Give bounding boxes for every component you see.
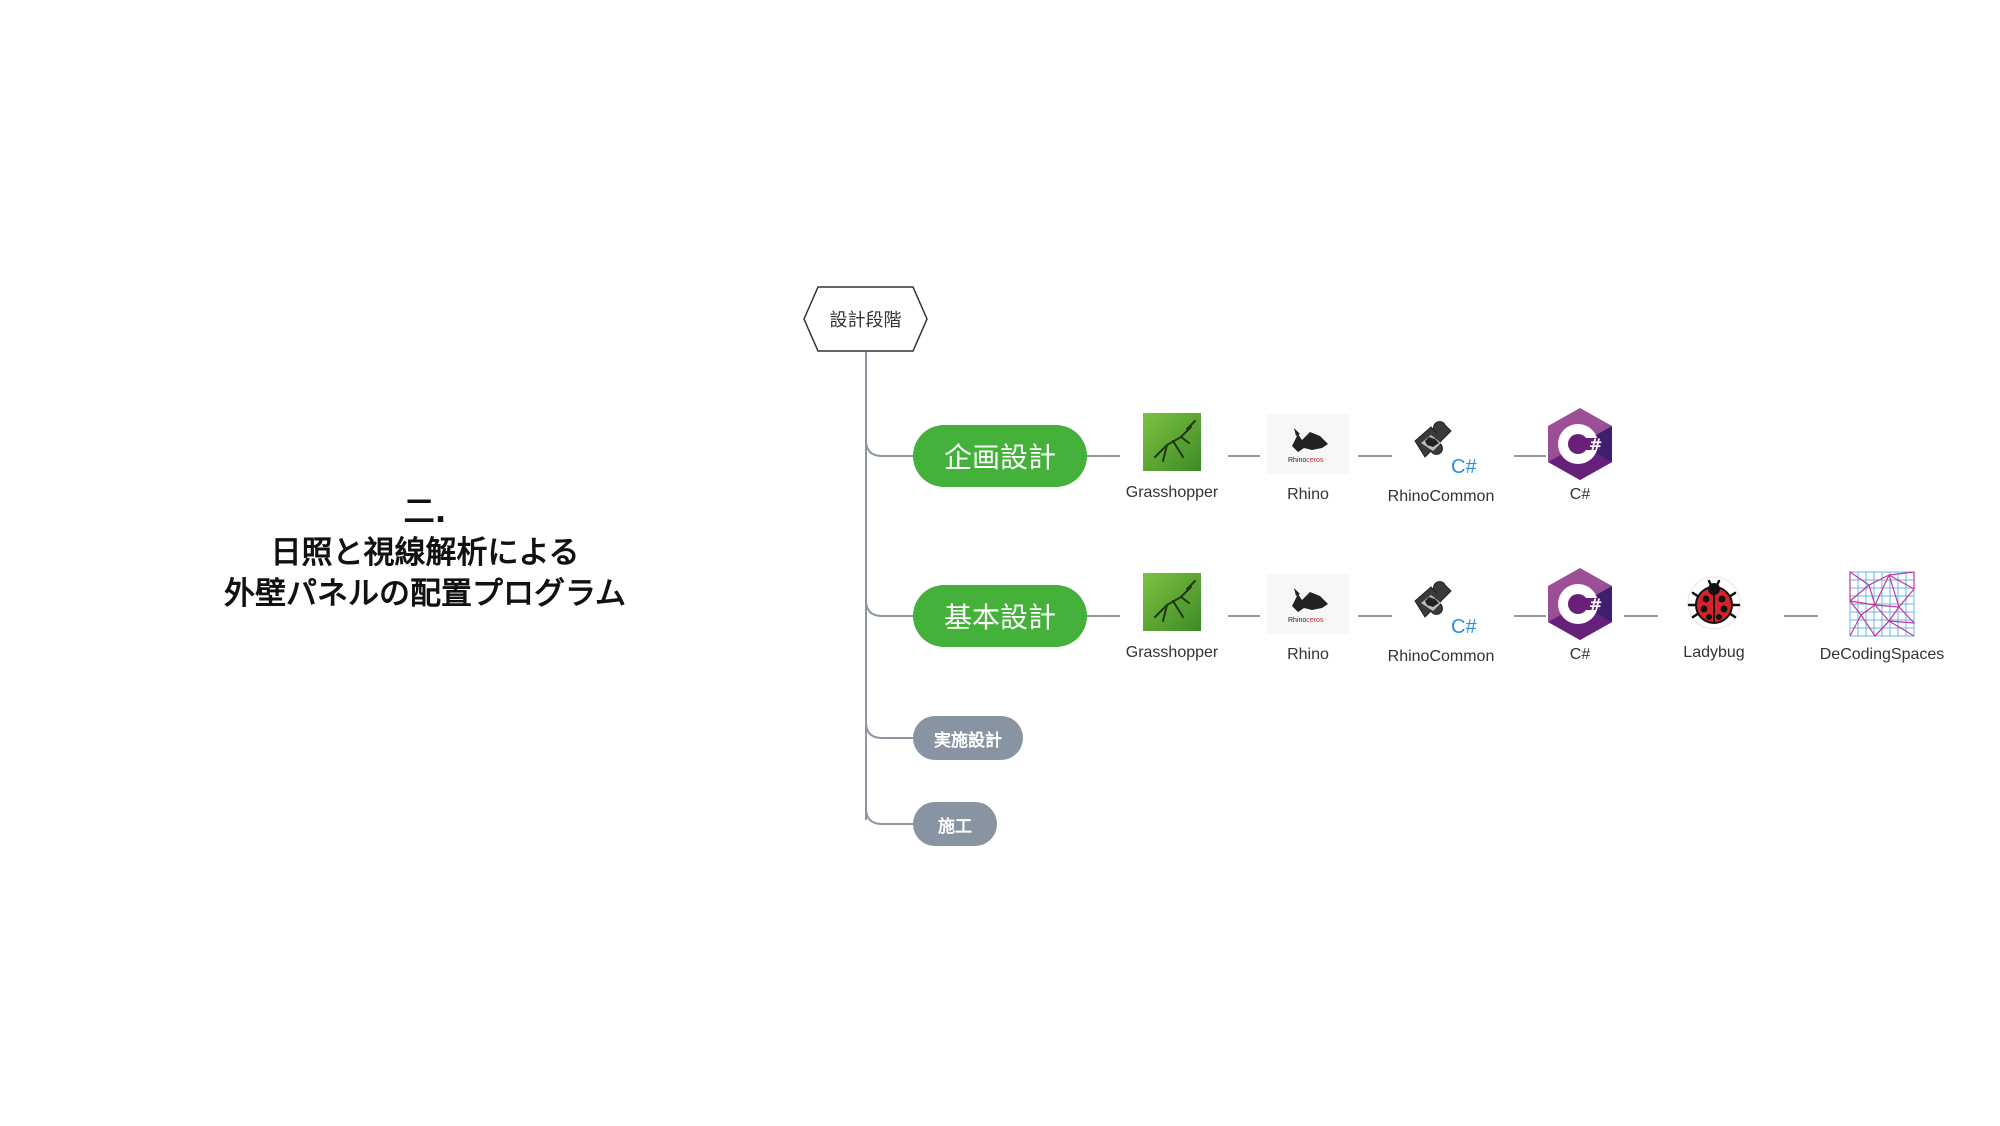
hexagon-shape: [803, 286, 928, 352]
svg-text:#: #: [1589, 435, 1602, 454]
tool-rhino[interactable]: Rhinoceros Rhino: [1233, 408, 1383, 504]
title-line-3: 外壁パネルの配置プログラム: [223, 576, 627, 612]
decodingspaces-icon: [1849, 571, 1915, 637]
svg-text:#: #: [1589, 595, 1602, 614]
tool-label: Grasshopper: [1125, 644, 1219, 661]
svg-text:C#: C#: [1451, 456, 1477, 478]
stage-label: 企画設計: [943, 441, 1056, 474]
root-node[interactable]: 設計段階: [792, 286, 939, 352]
branch-kikaku: [865, 439, 913, 457]
stage-kihon[interactable]: 基本設計: [913, 585, 1087, 647]
stage-seko[interactable]: 施工: [913, 802, 997, 846]
csharp-icon: #: [1548, 568, 1612, 640]
rhino-icon: Rhinoceros: [1266, 414, 1350, 474]
tool-label: RhinoCommon: [1387, 648, 1495, 665]
tool-rhino[interactable]: Rhinoceros Rhino: [1233, 568, 1383, 664]
tool-rhinocommon[interactable]: C# RhinoCommon: [1366, 410, 1516, 506]
branch-kihon: [865, 599, 913, 617]
svg-text:Rhinoceros: Rhinoceros: [1288, 617, 1324, 624]
tool-label: C#: [1569, 646, 1591, 663]
root-label: 設計段階: [829, 310, 902, 331]
tool-grasshopper[interactable]: Grasshopper: [1097, 406, 1247, 502]
tool-label: DeCodingSpaces: [1819, 646, 1945, 663]
tool-rhinocommon[interactable]: C# RhinoCommon: [1366, 570, 1516, 666]
svg-text:Rhinoceros: Rhinoceros: [1288, 457, 1324, 464]
tool-label: Grasshopper: [1125, 484, 1219, 501]
tool-csharp[interactable]: # C#: [1505, 408, 1655, 504]
title-line-2: 日照と視線解析による: [270, 535, 580, 571]
branch-jisshi: [865, 721, 913, 739]
tool-label: Rhino: [1287, 646, 1329, 663]
branch-seko: [865, 807, 913, 825]
stage-label: 施工: [938, 816, 972, 837]
stage-label: 基本設計: [943, 601, 1056, 634]
tool-label: RhinoCommon: [1387, 488, 1495, 505]
grasshopper-icon: [1143, 573, 1201, 631]
rhino-icon: Rhinoceros: [1266, 574, 1350, 634]
stage-label: 実施設計: [934, 730, 1002, 751]
title-line-1: 二.: [403, 494, 447, 530]
ladybug-icon: [1687, 576, 1741, 630]
tool-grasshopper[interactable]: Grasshopper: [1097, 566, 1247, 662]
tool-label: C#: [1569, 486, 1591, 503]
tool-decodingspaces[interactable]: DeCodingSpaces: [1807, 568, 1957, 664]
tool-label: Rhino: [1287, 486, 1329, 503]
stage-jisshi[interactable]: 実施設計: [913, 716, 1023, 760]
tool-ladybug[interactable]: Ladybug: [1639, 566, 1789, 662]
diagram-title: 二. 日照と視線解析による 外壁パネルの配置プログラム: [180, 492, 670, 615]
grasshopper-icon: [1143, 413, 1201, 471]
tool-label: Ladybug: [1683, 644, 1745, 661]
svg-text:C#: C#: [1451, 616, 1477, 638]
csharp-icon: #: [1548, 408, 1612, 480]
tool-csharp[interactable]: # C#: [1505, 568, 1655, 664]
rhinocommon-icon: C#: [1414, 581, 1477, 638]
rhinocommon-icon: C#: [1414, 421, 1477, 478]
stage-kikaku[interactable]: 企画設計: [913, 425, 1087, 487]
